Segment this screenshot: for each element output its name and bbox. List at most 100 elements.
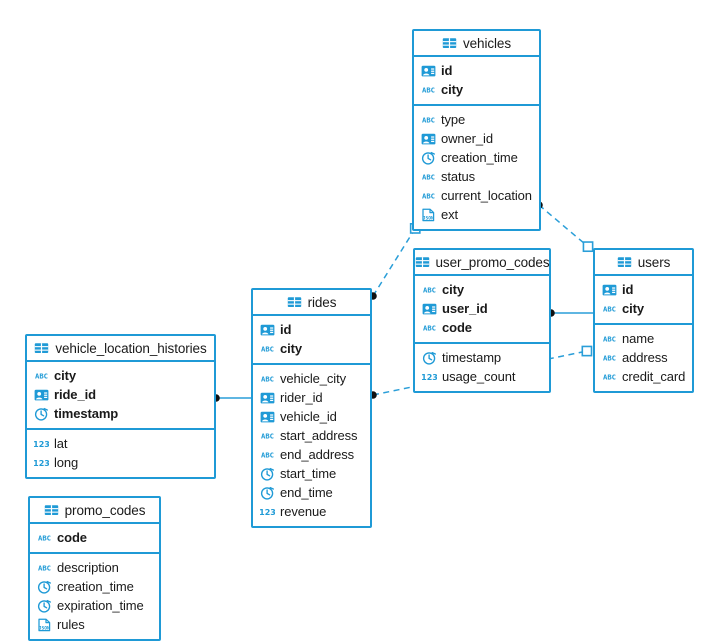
column-name: city — [441, 82, 464, 97]
column-row[interactable]: expiration_time — [30, 596, 159, 615]
column-name: end_address — [280, 447, 355, 462]
relationship-vehicle-location-histories-to-rides[interactable] — [212, 394, 251, 402]
column-name: city — [622, 301, 645, 316]
column-row[interactable]: id — [253, 320, 370, 339]
clock-icon — [37, 580, 52, 594]
column-row[interactable]: ABC status — [414, 167, 539, 186]
id-card-icon — [260, 323, 275, 337]
column-row[interactable]: owner_id — [414, 129, 539, 148]
svg-text:ABC: ABC — [422, 85, 435, 94]
column-name: expiration_time — [57, 598, 144, 613]
column-row[interactable]: id — [595, 280, 692, 299]
svg-text:ABC: ABC — [422, 172, 435, 181]
column-row[interactable]: timestamp — [27, 404, 214, 423]
column-name: description — [57, 560, 119, 575]
column-name: user_id — [442, 301, 488, 316]
column-row[interactable]: ride_id — [27, 385, 214, 404]
abc-icon: ABC — [421, 189, 436, 203]
column-name: rider_id — [280, 390, 323, 405]
column-name: name — [622, 331, 655, 346]
table-grid-icon — [415, 255, 430, 269]
relationship-vehicles-to-users[interactable] — [535, 201, 594, 253]
column-row[interactable]: ABC description — [30, 558, 159, 577]
svg-text:ABC: ABC — [422, 191, 435, 200]
column-row[interactable]: user_id — [415, 299, 549, 318]
column-name: status — [441, 169, 476, 184]
svg-text:ABC: ABC — [423, 285, 436, 294]
svg-text:ABC: ABC — [603, 372, 616, 381]
column-row[interactable]: start_time — [253, 464, 370, 483]
abc-icon: ABC — [34, 369, 49, 383]
column-name: vehicle_id — [280, 409, 337, 424]
svg-text:123: 123 — [34, 440, 49, 449]
abc-icon: ABC — [260, 429, 275, 443]
column-row[interactable]: ABC city — [414, 80, 539, 99]
column-row[interactable]: rider_id — [253, 388, 370, 407]
column-row[interactable]: ABC name — [595, 329, 692, 348]
table-name: users — [637, 254, 671, 270]
column-row[interactable]: creation_time — [414, 148, 539, 167]
table-name: vehicle_location_histories — [55, 340, 207, 356]
table-header[interactable]: vehicles — [414, 31, 539, 57]
svg-text:ABC: ABC — [603, 304, 616, 313]
table-header[interactable]: user_promo_codes — [415, 250, 550, 276]
column-row[interactable]: vehicle_id — [253, 407, 370, 426]
id-card-icon — [421, 64, 436, 78]
column-row[interactable]: end_time — [253, 483, 370, 502]
abc-icon: ABC — [260, 448, 275, 462]
123-icon: 123 — [34, 456, 49, 470]
column-name: end_time — [280, 485, 333, 500]
table-header[interactable]: promo_codes — [30, 498, 159, 524]
svg-text:ABC: ABC — [603, 334, 616, 343]
id-card-icon — [422, 302, 437, 316]
column-row[interactable]: ABC city — [595, 299, 692, 318]
table-header[interactable]: users — [595, 250, 692, 276]
column-name: type — [441, 112, 466, 127]
svg-text:ABC: ABC — [261, 431, 274, 440]
column-name: id — [441, 63, 453, 78]
column-name: timestamp — [54, 406, 119, 421]
table-name: vehicles — [463, 35, 511, 51]
svg-text:123: 123 — [34, 459, 49, 468]
abc-icon: ABC — [37, 561, 52, 575]
relationship-user-promo-codes-to-users[interactable] — [547, 309, 593, 317]
column-row[interactable]: timestamp — [415, 348, 549, 367]
column-name: start_time — [280, 466, 337, 481]
column-row[interactable]: creation_time — [30, 577, 159, 596]
table-header[interactable]: rides — [253, 290, 370, 316]
table-header[interactable]: vehicle_location_histories — [27, 336, 214, 362]
column-row[interactable]: id — [414, 61, 539, 80]
column-name: code — [57, 530, 87, 545]
table-grid-icon — [442, 36, 457, 50]
column-row[interactable]: ABC end_address — [253, 445, 370, 464]
